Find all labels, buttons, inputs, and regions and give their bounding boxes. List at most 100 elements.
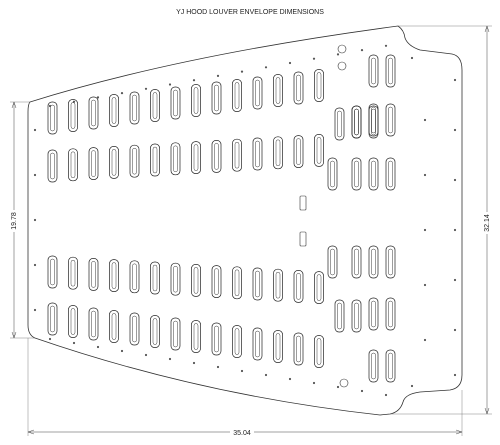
louver <box>211 81 222 115</box>
louver <box>368 103 379 137</box>
louver <box>68 99 78 132</box>
fastener-hole <box>216 74 220 77</box>
fastener-hole <box>33 308 37 312</box>
fastener-hole <box>423 283 427 287</box>
louver <box>88 96 99 130</box>
fastener-hole <box>360 389 364 393</box>
louver <box>385 103 396 137</box>
center-slot-lower <box>299 231 307 247</box>
fastener-hole <box>192 79 196 82</box>
louver <box>351 105 362 139</box>
louver <box>314 335 324 368</box>
louver <box>385 157 396 191</box>
louver <box>232 325 242 358</box>
louver <box>368 245 379 279</box>
fastener-hole <box>453 278 457 282</box>
louver <box>351 299 362 333</box>
louver <box>273 74 283 107</box>
fastener-hole <box>96 345 100 349</box>
louver <box>351 157 362 191</box>
louver <box>68 256 78 290</box>
fastener-hole <box>410 384 414 388</box>
hood-envelope-outline <box>27 25 463 416</box>
louver <box>293 270 304 303</box>
louver <box>150 143 160 177</box>
fastener-hole <box>288 377 292 381</box>
drawing-title: YJ HOOD LOUVER ENVELOPE DIMENSIONS <box>176 9 324 16</box>
louver <box>273 330 283 363</box>
fastener-hole <box>336 53 340 56</box>
fastener-hole <box>48 337 52 341</box>
louver <box>109 259 119 292</box>
fastener-hole <box>453 128 457 132</box>
louver <box>232 79 242 112</box>
fastener-hole <box>120 92 124 95</box>
fastener-hole <box>144 353 148 357</box>
fastener-hole <box>240 369 244 373</box>
louver <box>252 267 263 301</box>
mounting-circle-upper <box>337 44 347 54</box>
fastener-hole <box>72 341 76 345</box>
louver <box>68 148 78 182</box>
louver <box>170 317 181 351</box>
louver <box>191 320 201 353</box>
fastener-hole <box>120 349 124 353</box>
louver <box>385 245 396 279</box>
louver <box>368 349 379 383</box>
louver <box>252 76 263 110</box>
louver <box>129 312 140 346</box>
fastener-hole <box>384 44 388 47</box>
louver <box>351 245 362 279</box>
fastener-hole <box>453 328 457 332</box>
fastener-hole <box>423 228 427 232</box>
fastener-hole <box>453 228 457 232</box>
mounting-circle-lower <box>337 61 347 71</box>
louver <box>385 349 396 383</box>
overall-width-label: 35.04 <box>233 430 251 437</box>
fastener-hole <box>336 385 340 389</box>
louver <box>351 105 362 139</box>
louver <box>47 255 58 289</box>
fastener-hole <box>33 218 37 222</box>
louver <box>88 147 99 180</box>
louver <box>385 297 396 331</box>
louver <box>368 157 379 191</box>
louver <box>170 142 181 176</box>
fastener-hole <box>453 78 457 82</box>
louver <box>109 94 119 127</box>
louver <box>232 138 242 172</box>
fastener-holes <box>33 44 457 397</box>
louver-array <box>47 54 396 383</box>
louver <box>129 144 140 178</box>
fastener-hole <box>96 96 100 99</box>
louver <box>273 268 283 302</box>
louver <box>47 101 58 135</box>
louver <box>293 332 304 366</box>
fastener-hole <box>240 70 244 73</box>
fastener-hole <box>33 173 37 177</box>
louver <box>150 89 160 122</box>
louver <box>109 310 119 343</box>
louver <box>109 146 119 179</box>
louver <box>252 327 263 361</box>
fastener-hole <box>144 87 148 90</box>
mounting-circle-bottom <box>339 378 349 388</box>
louver <box>327 245 338 279</box>
louver <box>150 315 160 348</box>
fastener-hole <box>453 373 457 377</box>
louver <box>191 264 201 297</box>
louver <box>314 69 324 102</box>
louver <box>211 265 222 298</box>
fastener-hole <box>72 100 76 103</box>
fastener-hole <box>423 173 427 177</box>
fastener-hole <box>360 49 364 52</box>
right-height-dimension: 32.14 <box>390 25 493 415</box>
left-height-dimension: 19.78 <box>8 101 35 339</box>
louver <box>170 262 181 296</box>
fastener-hole <box>168 83 172 86</box>
louver <box>211 140 222 173</box>
louver <box>129 91 140 125</box>
fastener-hole <box>48 104 52 108</box>
louver <box>368 297 379 331</box>
louver <box>88 258 99 291</box>
